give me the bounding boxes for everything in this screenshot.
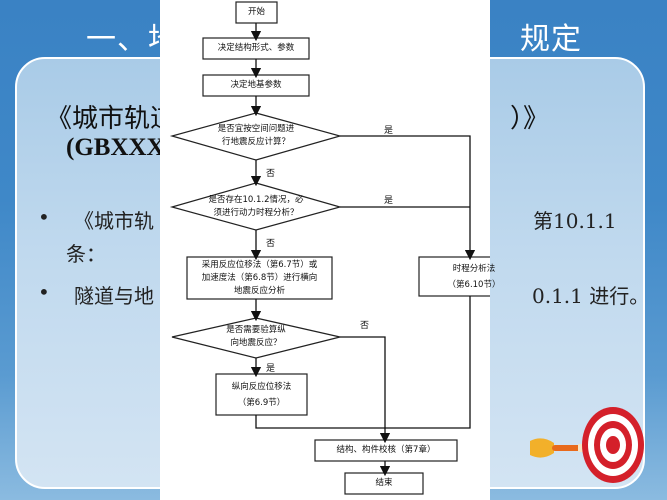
bullet-2: • 隧道与地	[38, 280, 154, 308]
bullet-2-right: 0.1.1 进行。	[532, 284, 650, 308]
node-time-history-method: 时程分析法 （第6.10节）	[447, 264, 501, 290]
bullet-1-right: 第10.1.1	[533, 209, 617, 233]
standard-code: (GBXXX	[66, 134, 165, 161]
bullet-dot: •	[38, 205, 50, 229]
flowchart-shapes	[169, 1, 490, 495]
slide-title-right: 规定	[520, 22, 582, 57]
node-decide-structure: 决定结构形式、参数	[217, 43, 295, 53]
standard-heading-close: ）》	[510, 104, 550, 134]
edge-label-no-3: 否	[360, 321, 370, 331]
seismic-analysis-flowchart: 开始 决定结构形式、参数 决定地基参数 是否宜按空间问题进 行地震反应计算？ 是…	[160, 0, 500, 500]
edge-label-no-1: 否	[266, 169, 276, 179]
standard-heading: 《城市轨道	[46, 104, 177, 134]
edge-label-yes-1: 是	[384, 126, 394, 136]
edge-label-yes-2: 是	[384, 196, 394, 206]
node-start: 开始	[247, 7, 265, 17]
node-end: 结束	[375, 478, 393, 488]
edge-label-no-2: 否	[266, 239, 276, 249]
node-longitudinal-method: 纵向反应位移法 （第6.9节）	[231, 382, 292, 408]
target-icon	[582, 407, 644, 483]
node-transverse-analysis: 采用反应位移法（第6.7节）或 加速度法（第6.8节）进行横向 地震反应分析	[201, 260, 318, 296]
edge-label-yes-3: 是	[266, 364, 276, 374]
bullet-dot: •	[38, 280, 50, 304]
node-decide-foundation: 决定地基参数	[230, 80, 282, 90]
node-check: 结构、构件校核（第7章）	[336, 445, 436, 455]
node-q-longitudinal: 是否需要验算纵 向地震反应？	[226, 325, 286, 348]
bullet-1-line2: 条：	[66, 242, 106, 266]
bullet-1: • 《城市轨	[38, 205, 154, 233]
node-q-time-history: 是否存在10.1.2情况，必 须进行动力时程分析？	[208, 195, 304, 218]
dart-icon	[530, 438, 590, 458]
node-q-spatial: 是否宜按空间问题进 行地震反应计算？	[217, 124, 295, 147]
